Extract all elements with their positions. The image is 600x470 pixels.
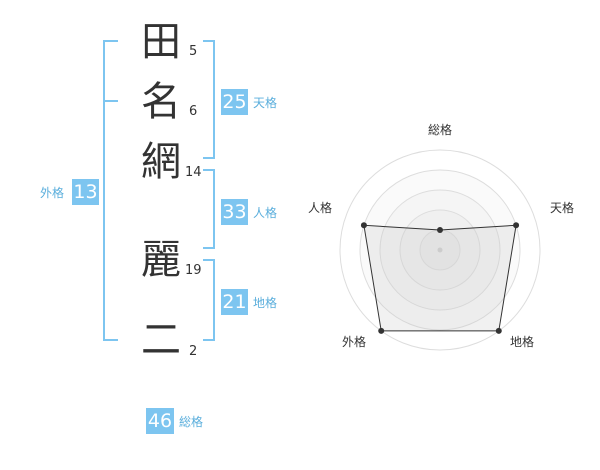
chikaku-value: 21 — [221, 289, 248, 315]
radar-label-soukaku: 総格 — [428, 123, 453, 137]
jinkaku-label: 人格 — [253, 206, 278, 220]
name-char-4: 麗 — [141, 237, 181, 283]
name-char-3: 網 — [141, 139, 181, 185]
radar-area — [363, 224, 517, 332]
radar-point-tenkaku — [513, 222, 520, 229]
stroke-count-5: 2 — [189, 344, 198, 359]
soukaku-label: 総格 — [179, 415, 204, 429]
stroke-count-1: 5 — [189, 44, 198, 59]
radar-point-jinkaku — [360, 222, 367, 229]
radar-label-jinkaku: 人格 — [308, 201, 333, 215]
radar-label-tenkaku: 天格 — [550, 201, 575, 215]
tenkaku-value: 25 — [221, 89, 248, 115]
radar-label-gaikaku: 外格 — [342, 335, 367, 349]
gaikaku-label: 外格 — [40, 186, 65, 200]
name-char-2: 名 — [141, 79, 181, 125]
radar-center — [437, 247, 443, 253]
radar-point-soukaku — [437, 227, 443, 233]
soukaku-value: 46 — [146, 408, 174, 434]
stroke-count-3: 14 — [185, 165, 202, 180]
name-char-1: 田 — [141, 19, 181, 65]
tenkaku-bracket — [203, 40, 215, 159]
radar-point-gaikaku — [378, 327, 385, 334]
radar-point-chikaku — [495, 327, 502, 334]
tenkaku-label: 天格 — [253, 96, 278, 110]
radar-label-chikaku: 地格 — [510, 335, 535, 349]
jinkaku-bracket — [203, 169, 215, 249]
name-char-5: 二 — [141, 317, 181, 363]
jinkaku-value: 33 — [221, 199, 248, 225]
chikaku-bracket — [203, 259, 215, 341]
stroke-count-2: 6 — [189, 104, 198, 119]
chikaku-label: 地格 — [253, 296, 278, 310]
stroke-count-4: 19 — [185, 263, 202, 278]
gaikaku-value: 13 — [72, 179, 99, 205]
gaikaku-bracket — [103, 40, 118, 341]
